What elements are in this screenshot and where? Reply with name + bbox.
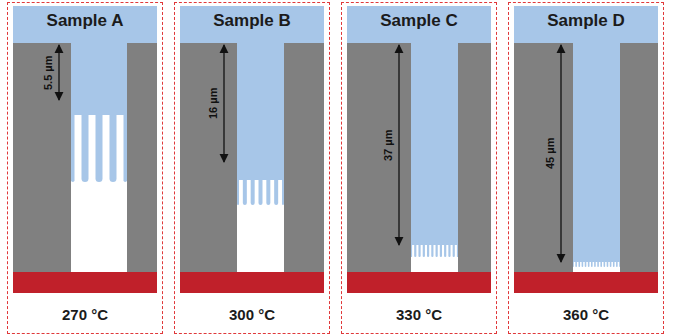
growth-front: [588, 262, 590, 267]
growth-front: [607, 262, 609, 267]
growth-front: [610, 262, 612, 267]
growth-front: [274, 180, 278, 205]
unfilled-pore: [71, 115, 127, 272]
sample-panel: Sample A 270 °C: [7, 2, 163, 334]
growth-front: [600, 262, 602, 267]
temperature-label: 270 °C: [8, 306, 162, 323]
growth-front: [414, 245, 416, 257]
electrolyte-band: [514, 6, 658, 43]
growth-front: [582, 262, 584, 267]
growth-front: [427, 245, 429, 257]
growth-front: [423, 245, 425, 257]
substrate-layer: [514, 272, 658, 293]
dimension-arrow: [223, 45, 224, 162]
dimension-label: 37 µm: [382, 129, 394, 160]
growth-front: [594, 262, 596, 267]
growth-front: [418, 245, 420, 257]
growth-front: [453, 245, 455, 257]
unfilled-pore: [237, 180, 284, 272]
dimension-label: 5.5 µm: [42, 55, 54, 89]
growth-front: [96, 115, 103, 182]
growth-front: [444, 245, 446, 257]
growth-front: [613, 262, 615, 267]
growth-front: [237, 180, 239, 205]
dimension-label: 45 µm: [544, 138, 556, 169]
unfilled-pore: [573, 262, 620, 272]
growth-front: [266, 180, 270, 205]
template-wall: [13, 43, 157, 272]
growth-front: [616, 262, 618, 267]
sample-panel: Sample D 360 °C: [508, 2, 664, 334]
dimension-arrow: [58, 45, 59, 100]
growth-front: [411, 245, 412, 257]
growth-front: [431, 245, 433, 257]
temperature-label: 330 °C: [342, 306, 496, 323]
sample-label: Sample B: [175, 11, 329, 31]
growth-front: [110, 115, 117, 182]
growth-front: [82, 115, 89, 182]
growth-front: [440, 245, 442, 257]
sample-label: Sample A: [8, 11, 162, 31]
growth-front: [578, 262, 580, 267]
growth-front: [448, 245, 450, 257]
dimension-arrow: [398, 45, 399, 245]
template-wall: [180, 43, 324, 272]
growth-front: [251, 180, 255, 205]
growth-front: [457, 245, 458, 257]
substrate-layer: [180, 272, 324, 293]
substrate-layer: [347, 272, 491, 293]
growth-front: [243, 180, 247, 205]
electrolyte-band: [180, 6, 324, 43]
substrate-layer: [13, 272, 157, 293]
growth-front: [597, 262, 599, 267]
sample-label: Sample D: [509, 11, 663, 31]
growth-front: [573, 262, 575, 267]
growth-front: [619, 262, 621, 267]
electrolyte-band: [347, 6, 491, 43]
filled-channel: [237, 42, 284, 206]
template-wall: [514, 43, 658, 272]
dimension-label: 16 µm: [207, 88, 219, 119]
temperature-label: 360 °C: [509, 306, 663, 323]
growth-front: [124, 115, 128, 182]
filled-channel: [573, 42, 620, 268]
unfilled-pore: [411, 245, 458, 272]
growth-front: [436, 245, 438, 257]
sample-label: Sample C: [342, 11, 496, 31]
dimension-arrow: [560, 45, 561, 262]
growth-front: [585, 262, 587, 267]
sample-panel: Sample C 330 °C: [341, 2, 497, 334]
growth-front: [259, 180, 263, 205]
filled-channel: [411, 42, 458, 258]
growth-front: [282, 180, 284, 205]
growth-front: [604, 262, 606, 267]
growth-front: [575, 262, 577, 267]
growth-front: [591, 262, 593, 267]
growth-front: [71, 115, 75, 182]
electrolyte-band: [13, 6, 157, 43]
temperature-label: 300 °C: [175, 306, 329, 323]
sample-panel: Sample B 300 °C: [174, 2, 330, 334]
template-wall: [347, 43, 491, 272]
